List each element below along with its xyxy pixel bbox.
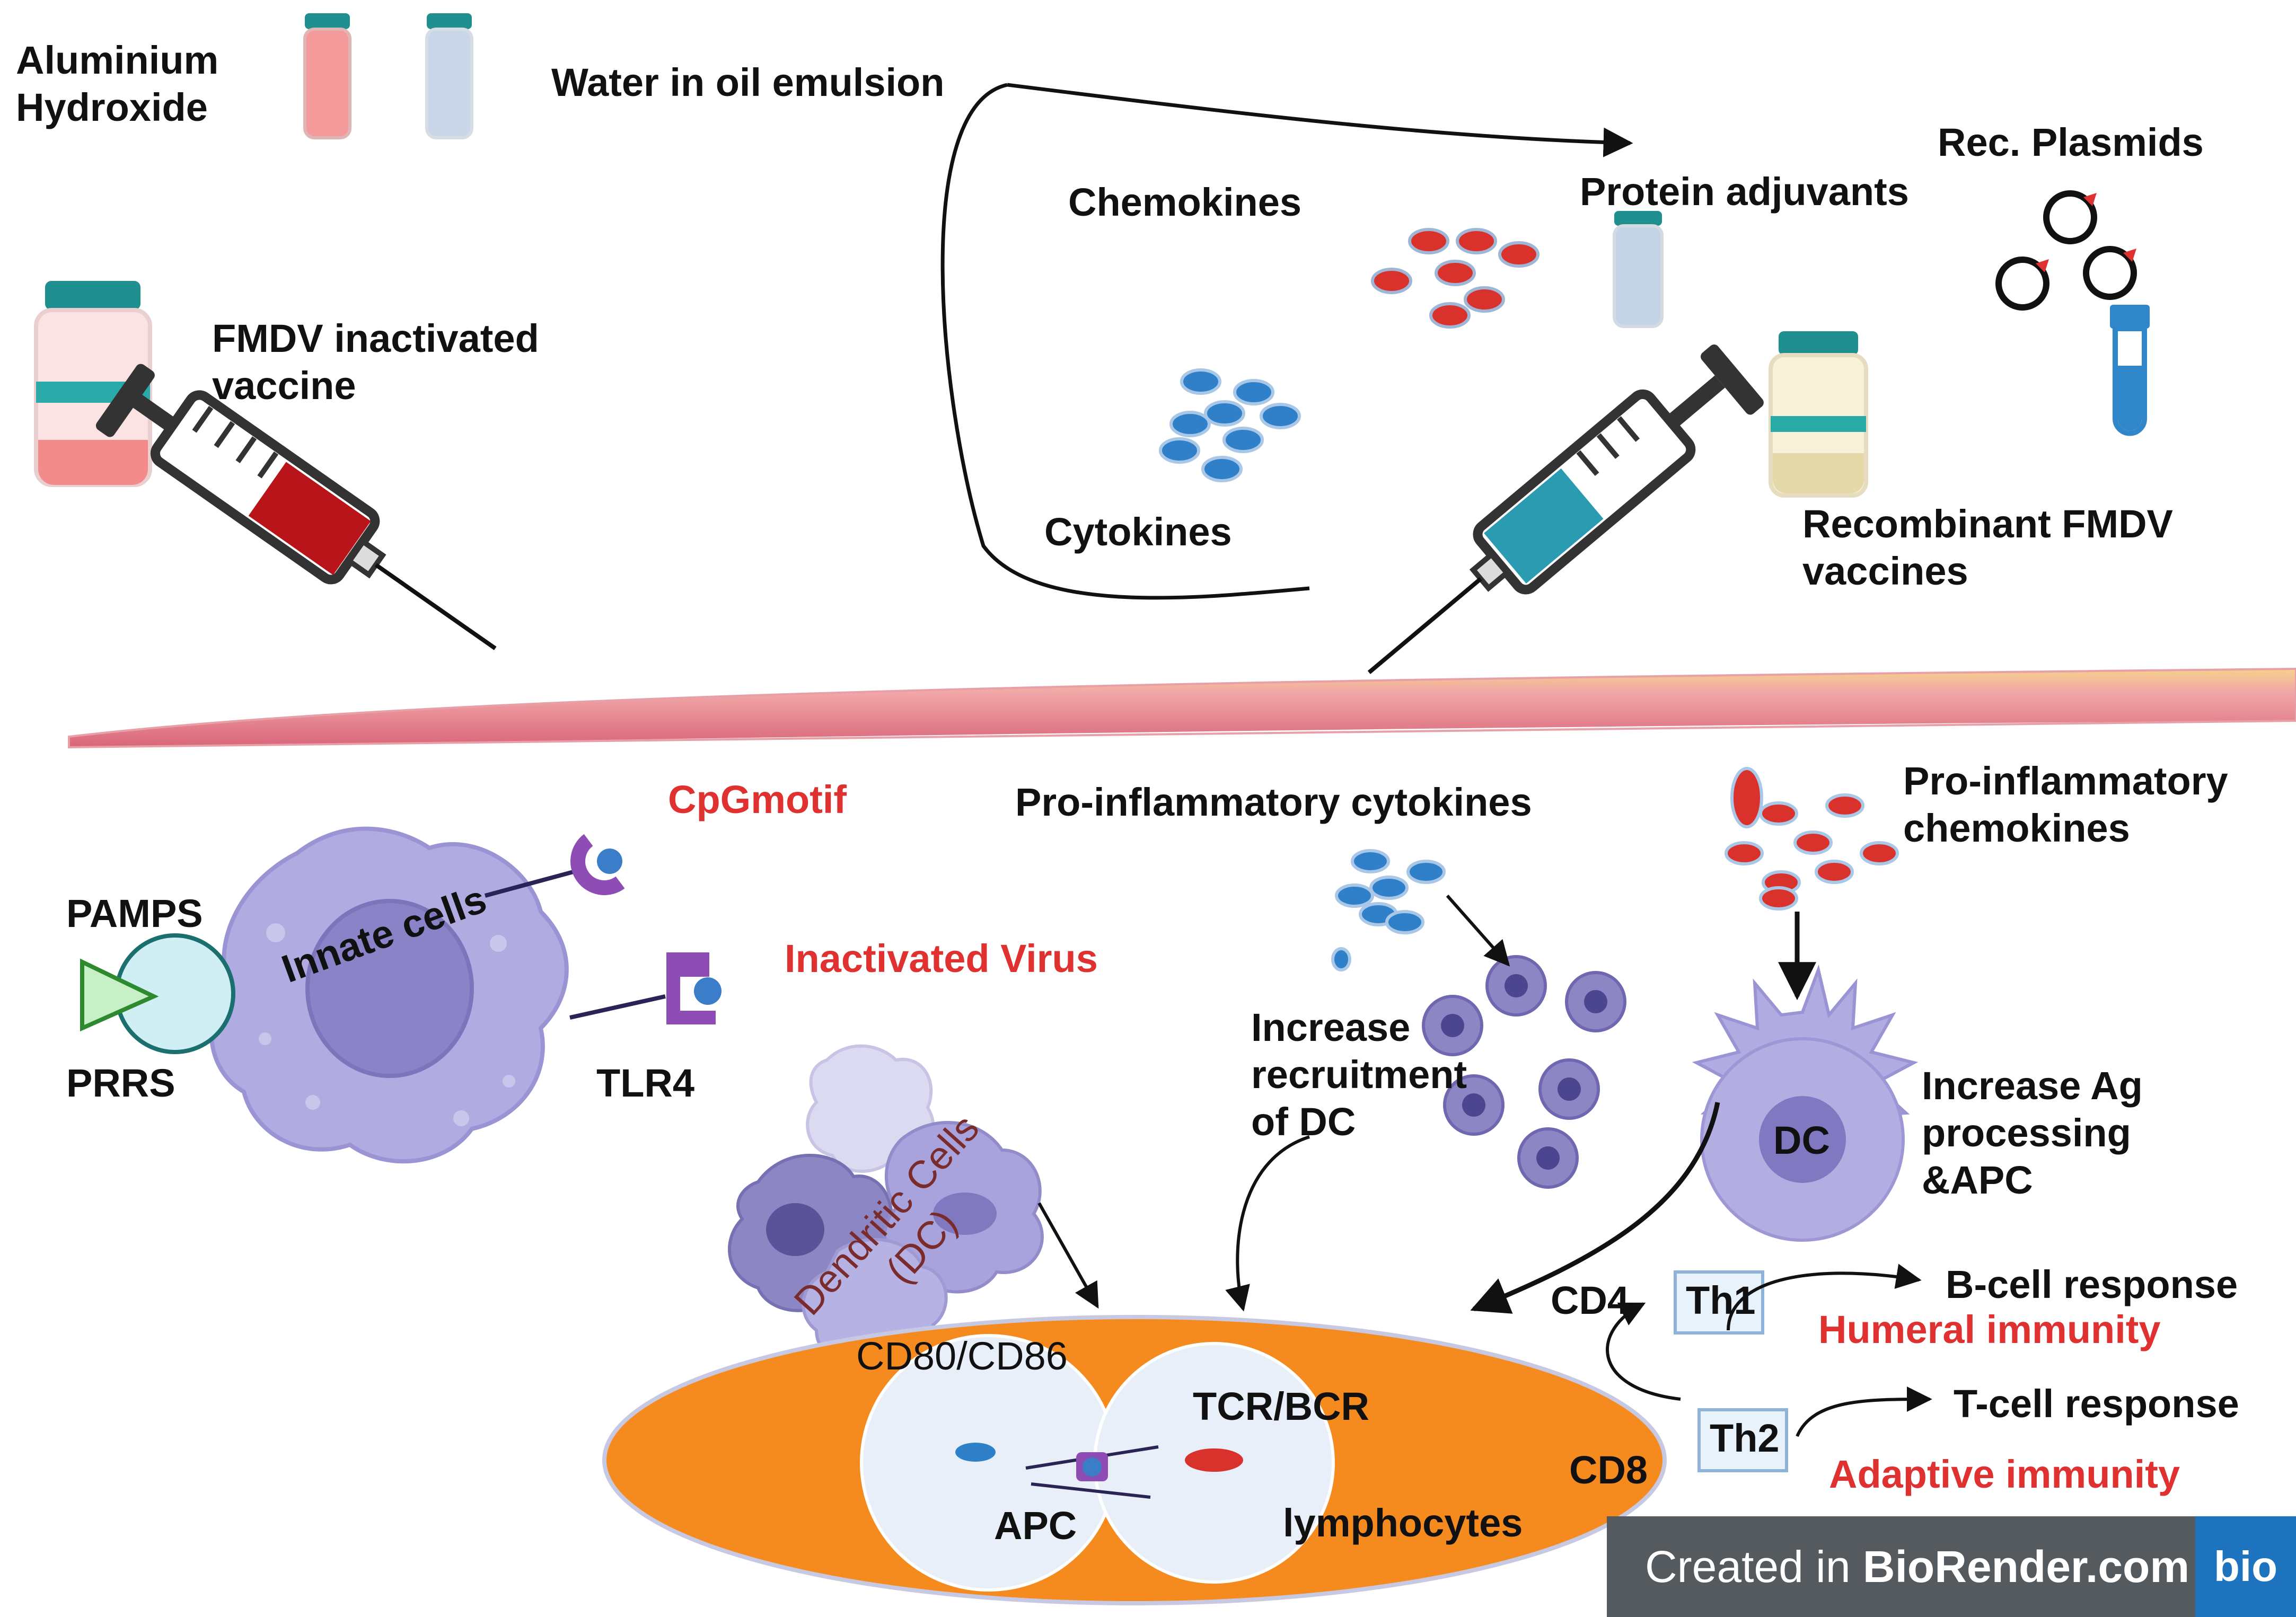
th2-label: Th2 — [1710, 1416, 1780, 1460]
fmdv-inactivated-vial — [34, 281, 152, 487]
tlr4-label: TLR4 — [596, 1061, 694, 1105]
lymphocytes-label: lymphocytes — [1283, 1501, 1523, 1545]
lymphocyte-nucleus — [1185, 1448, 1243, 1472]
increase-recruitment-label: Increase recruitment of DC — [1251, 1005, 1467, 1144]
pamps-label: PAMPS — [66, 891, 203, 935]
skin-layer — [68, 667, 2296, 749]
recruited-dc-nuclei — [1441, 974, 1607, 1170]
chemokines-label: Chemokines — [1068, 180, 1302, 224]
plasmid-marks — [2036, 193, 2136, 272]
badge-prefix: Created in — [1645, 1541, 1863, 1592]
dc-label: DC — [1773, 1118, 1830, 1162]
biorender-badge: Created in BioRender.com bio — [1607, 1516, 2296, 1617]
th1-box — [1674, 1270, 1764, 1335]
increase-ag-label: Increase Ag processing &APC — [1922, 1064, 2143, 1202]
th2-box — [1697, 1408, 1788, 1472]
cytokine-cluster-bottom — [1331, 849, 1446, 971]
innate-cell — [209, 826, 569, 1164]
pamp-receptor — [80, 933, 235, 1054]
apc-label: APC — [994, 1504, 1077, 1548]
humeral-immunity-label: Humeral immunity — [1818, 1307, 2161, 1351]
emulsion-arrow — [1007, 83, 1633, 157]
cytokine-cluster-top — [1159, 368, 1301, 482]
chemokine-cluster-top — [1371, 228, 1540, 329]
cd80-cd86-label: CD80/CD86 — [856, 1334, 1068, 1378]
th1-label: Th1 — [1686, 1278, 1756, 1322]
protein-adjuvants-label: Protein adjuvants — [1580, 170, 1909, 214]
biorender-logo: bio — [2195, 1516, 2296, 1617]
connector-arrows — [1037, 895, 1932, 1437]
aluminium-vial-pink — [303, 13, 351, 139]
cd4-label: CD4 — [1551, 1278, 1630, 1322]
large-dendritic-cell — [1692, 964, 1919, 1242]
biorender-credit: Created in BioRender.com — [1607, 1541, 2195, 1593]
adaptive-immunity-label: Adaptive immunity — [1829, 1452, 2180, 1496]
test-tube — [2110, 305, 2150, 436]
fmdv-inactivated-label: FMDV inactivated vaccine — [212, 316, 539, 408]
inactivated-virus-label: Inactivated Virus — [785, 936, 1098, 980]
cpg-receptor — [484, 834, 625, 898]
cytokines-label: Cytokines — [1044, 510, 1232, 554]
apc-nucleus — [955, 1443, 996, 1462]
cd8-label: CD8 — [1569, 1448, 1648, 1492]
tcr-bcr-label: TCR/BCR — [1193, 1384, 1369, 1428]
b-cell-response-label: B-cell response — [1946, 1262, 2238, 1306]
t-cell-response-label: T-cell response — [1954, 1382, 2239, 1426]
rec-plasmids-label: Rec. Plasmids — [1938, 120, 2204, 164]
left-syringe — [95, 364, 497, 650]
pro-inflammatory-cytokines-label: Pro-inflammatory cytokines — [1015, 780, 1532, 824]
protein-adjuvant-vial — [1613, 211, 1664, 328]
chemokine-cluster-bottom — [1725, 767, 1899, 911]
recombinant-fmdv-vial — [1769, 331, 1868, 498]
aluminium-hydroxide-label: Aluminium Hydroxide — [16, 38, 219, 129]
plasmid-icons — [1995, 190, 2137, 311]
cpg-motif-label: CpGmotif — [668, 777, 847, 821]
pro-inflammatory-chemokines-label: Pro-inflammatory chemokines — [1903, 759, 2228, 850]
recombinant-fmdv-label: Recombinant FMDV vaccines — [1802, 502, 2173, 593]
aluminium-vial-grey — [425, 13, 473, 139]
synapse-complex — [1025, 1445, 1159, 1499]
dendritic-cells-cluster — [728, 1044, 1044, 1365]
emulsion-loop — [940, 83, 1310, 600]
tlr4-receptor — [569, 952, 722, 1024]
water-in-oil-label: Water in oil emulsion — [551, 60, 945, 104]
badge-brand: BioRender.com — [1862, 1541, 2190, 1592]
prrs-label: PRRS — [66, 1061, 175, 1105]
right-syringe — [1367, 344, 1764, 674]
